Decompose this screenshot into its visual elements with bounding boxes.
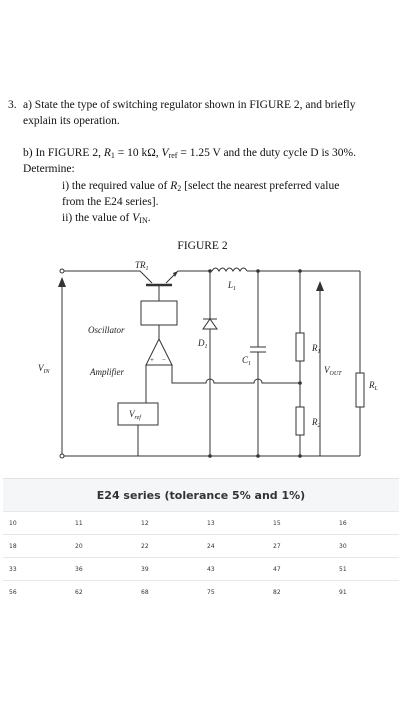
label-plus: + <box>150 356 154 364</box>
item-ii-text: ii) the value of <box>62 212 133 224</box>
table-cell: 68 <box>135 580 201 603</box>
vout-arrow-icon <box>316 281 324 291</box>
table-cell: 15 <box>267 511 333 535</box>
part-a-line1: a) State the type of switching regulator… <box>23 99 356 111</box>
vin-symbol: V <box>132 212 140 224</box>
label-vref: Vref <box>129 409 142 421</box>
part-a-line2: explain its operation. <box>23 115 120 127</box>
item-ii-text: . <box>147 212 151 224</box>
table-cell: 16 <box>333 511 399 535</box>
label-tr1: TR1 <box>135 260 149 272</box>
table-cell: 39 <box>135 557 201 581</box>
amplifier-triangle <box>145 337 173 366</box>
e24-table-title: E24 series (tolerance 5% and 1%) <box>3 478 399 511</box>
table-cell: 51 <box>333 557 399 581</box>
feedback-wire <box>171 373 300 384</box>
r2-symbol: R <box>170 180 178 192</box>
table-cell: 12 <box>135 511 201 535</box>
r1-symbol: R <box>103 147 111 159</box>
table-cell: 27 <box>267 534 333 558</box>
node-cap-top-icon <box>256 269 260 273</box>
table-cell: 13 <box>201 511 267 535</box>
item-ii: ii) the value of VIN. <box>62 210 151 229</box>
node-divider-icon <box>298 381 302 385</box>
part-b-text: = 10 kΩ, <box>114 147 162 159</box>
terminal-bottom-left-icon <box>59 453 65 459</box>
table-cell: 22 <box>135 534 201 558</box>
r2-resistor <box>295 406 305 436</box>
label-c1: C1 <box>242 355 251 367</box>
terminal-top-left-icon <box>59 268 65 274</box>
label-minus: − <box>162 356 166 364</box>
part-b-line1: b) In FIGURE 2, R1 = 10 kΩ, Vref = 1.25 … <box>23 145 356 164</box>
table-cell: 18 <box>3 534 69 558</box>
label-vin: VIN <box>38 363 50 375</box>
label-rl: RL <box>368 380 379 392</box>
question-number: 3. <box>8 99 17 111</box>
table-cell: 30 <box>333 534 399 558</box>
diode-symbol <box>202 318 218 330</box>
table-cell: 62 <box>69 580 135 603</box>
table-cell: 33 <box>3 557 69 581</box>
label-amplifier: Amplifier <box>89 367 124 377</box>
circuit-diagram: TR1 L1 Oscillator D1 C1 R1 R2 RL VIN VOU… <box>38 260 379 459</box>
inductor-l1 <box>211 267 248 272</box>
tr1-emitter-arrow-icon <box>173 271 178 277</box>
label-d1: D1 <box>197 338 208 350</box>
oscillator-box <box>140 300 178 326</box>
label-oscillator: Oscillator <box>88 325 125 335</box>
table-cell: 11 <box>69 511 135 535</box>
r1-subscript: 1 <box>110 151 115 160</box>
table-cell: 43 <box>201 557 267 581</box>
node-diode-top-icon <box>208 269 212 273</box>
vref-symbol: V <box>161 147 169 159</box>
table-cell: 36 <box>69 557 135 581</box>
label-r1: R1 <box>311 343 321 355</box>
table-cell: 20 <box>69 534 135 558</box>
rl-resistor <box>355 372 365 408</box>
node-cap-bottom-icon <box>256 454 260 458</box>
item-i-text: [select the nearest preferred value <box>181 180 340 192</box>
table-cell: 47 <box>267 557 333 581</box>
vin-arrow-icon <box>58 277 66 287</box>
r2-subscript: 2 <box>177 184 182 193</box>
table-cell: 56 <box>3 580 69 603</box>
table-cell: 75 <box>201 580 267 603</box>
label-l1: L1 <box>227 280 236 292</box>
vref-subscript: ref <box>168 151 178 160</box>
table-cell: 91 <box>333 580 399 603</box>
table-cell: 10 <box>3 511 69 535</box>
label-r2: R2 <box>311 417 321 429</box>
item-i-text: i) the required value of <box>62 180 171 192</box>
table-cell: 82 <box>267 580 333 603</box>
node-r1-top-icon <box>298 269 302 273</box>
node-r2-bottom-icon <box>298 454 302 458</box>
tr1-collector <box>139 270 153 284</box>
determine-label: Determine: <box>23 163 75 175</box>
table-cell: 24 <box>201 534 267 558</box>
node-diode-bottom-icon <box>208 454 212 458</box>
figure-title: FIGURE 2 <box>177 240 228 252</box>
item-i-line2: from the E24 series]. <box>62 196 159 208</box>
r1-resistor <box>295 332 305 362</box>
part-b-text: b) In FIGURE 2, <box>23 147 104 159</box>
vref-box <box>117 402 159 426</box>
part-b-text: = 1.25 V and the duty cycle D is 30%. <box>177 147 356 159</box>
label-vout: VOUT <box>324 365 342 377</box>
item-i-line1: i) the required value of R2 [select the … <box>62 178 339 197</box>
vin-subscript: IN <box>139 216 148 225</box>
